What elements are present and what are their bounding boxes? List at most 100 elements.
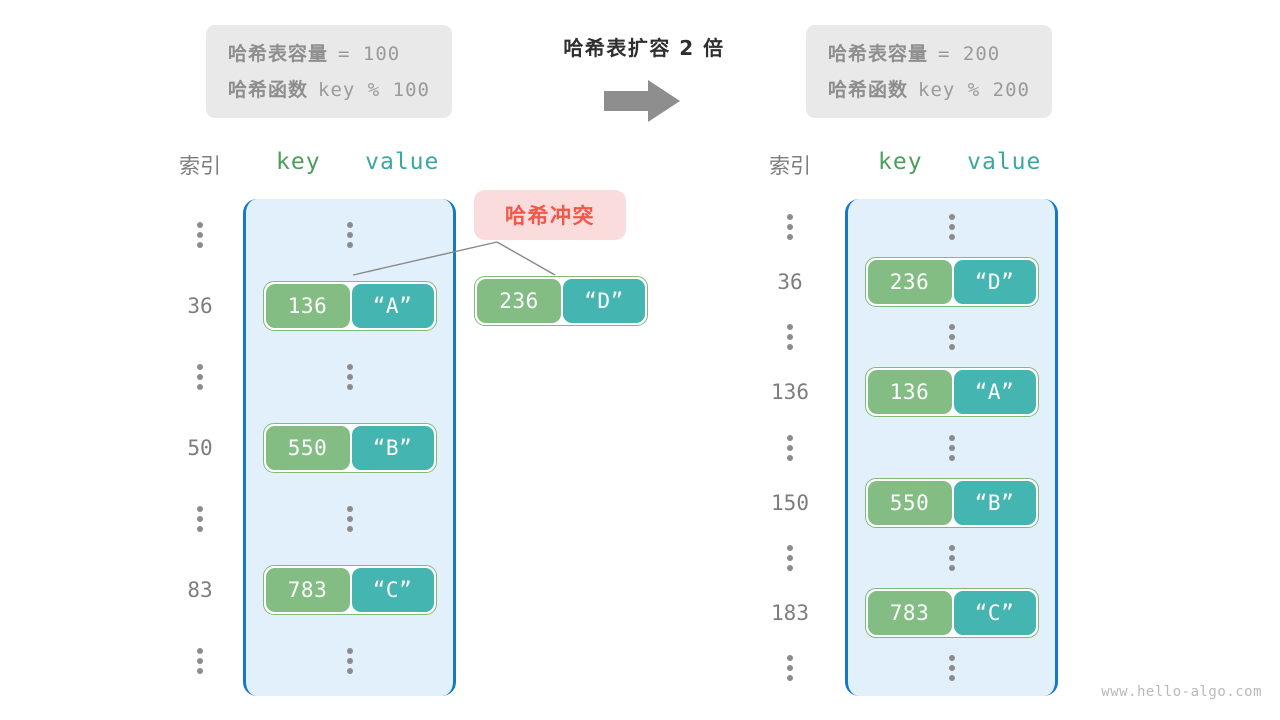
kv-key: 136 — [867, 370, 952, 415]
kv-key: 783 — [265, 567, 350, 612]
kv-key: 783 — [867, 591, 952, 636]
row-index-ellipsis — [165, 503, 235, 535]
table-row: 783“C” — [243, 564, 456, 615]
kv-pill: 550“B” — [864, 477, 1039, 528]
table-row: 783“C” — [845, 588, 1058, 639]
function-value: key % 100 — [318, 79, 430, 101]
ellipsis-icon — [787, 324, 793, 351]
kv-key: 550 — [265, 425, 350, 470]
capacity-value: = 200 — [938, 43, 1001, 65]
ellipsis-icon — [948, 655, 955, 682]
left-kv-header: key value — [276, 149, 439, 175]
right-kv-header: key value — [878, 149, 1041, 175]
ellipsis-icon — [948, 434, 955, 461]
table-row: 136“A” — [243, 280, 456, 331]
row-index-label: 36 — [777, 269, 803, 294]
right-arrow-icon — [604, 80, 680, 126]
ellipsis-icon — [197, 221, 203, 248]
left-value-header: value — [365, 149, 440, 175]
row-index-label: 83 — [187, 577, 213, 602]
kv-key: 550 — [867, 480, 952, 525]
kv-pill: 550“B” — [262, 422, 437, 473]
table-row-ellipsis — [243, 352, 456, 402]
kv-pill: 236“D” — [864, 256, 1039, 307]
ellipsis-icon — [197, 505, 203, 532]
ellipsis-icon — [787, 434, 793, 461]
kv-value: “A” — [953, 370, 1036, 415]
row-index-label: 136 — [771, 380, 809, 405]
kv-value: “D” — [563, 279, 645, 323]
watermark: www.hello-algo.com — [1101, 684, 1262, 700]
function-label: 哈希函数 — [828, 79, 909, 101]
ellipsis-icon — [346, 647, 353, 674]
ellipsis-icon — [346, 221, 353, 248]
kv-pill: 136“A” — [864, 367, 1039, 418]
table-row-ellipsis — [845, 423, 1058, 473]
hash-config-after: 哈希表容量 = 200 哈希函数 key % 200 — [806, 25, 1052, 118]
row-index-ellipsis — [755, 211, 825, 243]
row-index-label: 36 — [187, 293, 213, 318]
kv-pill: 783“C” — [262, 564, 437, 615]
capacity-label: 哈希表容量 — [228, 43, 329, 65]
kv-value: “A” — [351, 283, 434, 328]
right-key-header: key — [878, 149, 923, 175]
capacity-line-after: 哈希表容量 = 200 — [828, 39, 1030, 66]
ellipsis-icon — [197, 363, 203, 390]
table-row: 550“B” — [845, 477, 1058, 528]
row-index-ellipsis — [755, 652, 825, 684]
right-index-header: 索引 — [769, 154, 811, 178]
kv-value: “B” — [351, 425, 434, 470]
table-row-ellipsis — [243, 494, 456, 544]
ellipsis-icon — [787, 655, 793, 682]
capacity-line-before: 哈希表容量 = 100 — [228, 39, 430, 66]
left-index-header: 索引 — [179, 154, 221, 178]
kv-pill: 236 “D” — [474, 276, 648, 326]
row-index-ellipsis — [755, 432, 825, 464]
ellipsis-icon — [787, 213, 793, 240]
function-label: 哈希函数 — [228, 79, 309, 101]
ellipsis-icon — [787, 544, 793, 571]
function-line-before: 哈希函数 key % 100 — [228, 75, 430, 102]
table-row-ellipsis — [845, 202, 1058, 252]
table-row-ellipsis — [845, 643, 1058, 693]
row-index-label: 150 — [771, 490, 809, 515]
row-index-label: 50 — [187, 435, 213, 460]
overflow-entry: 236 “D” — [474, 276, 648, 326]
table-row: 550“B” — [243, 422, 456, 473]
kv-pill: 136“A” — [262, 280, 437, 331]
table-row-ellipsis — [845, 533, 1058, 583]
diagram-title: 哈希表扩容 2 倍 — [563, 36, 725, 60]
ellipsis-icon — [948, 324, 955, 351]
table-row: 236“D” — [845, 256, 1058, 307]
row-index-ellipsis — [165, 219, 235, 251]
kv-value: “D” — [953, 259, 1036, 304]
collision-badge: 哈希冲突 — [474, 190, 626, 240]
ellipsis-icon — [948, 213, 955, 240]
kv-key: 236 — [477, 279, 561, 323]
table-row-ellipsis — [845, 312, 1058, 362]
function-line-after: 哈希函数 key % 200 — [828, 75, 1030, 102]
kv-value: “C” — [953, 591, 1036, 636]
kv-pill: 783“C” — [864, 588, 1039, 639]
ellipsis-icon — [948, 544, 955, 571]
hash-config-before: 哈希表容量 = 100 哈希函数 key % 100 — [206, 25, 452, 118]
capacity-value: = 100 — [338, 43, 401, 65]
ellipsis-icon — [197, 647, 203, 674]
row-index-ellipsis — [165, 645, 235, 677]
ellipsis-icon — [346, 505, 353, 532]
table-row-ellipsis — [243, 210, 456, 260]
row-index-ellipsis — [165, 361, 235, 393]
kv-key: 236 — [867, 259, 952, 304]
left-key-header: key — [276, 149, 321, 175]
row-index-ellipsis — [755, 542, 825, 574]
kv-value: “B” — [953, 480, 1036, 525]
right-value-header: value — [967, 149, 1042, 175]
kv-key: 136 — [265, 283, 350, 328]
kv-value: “C” — [351, 567, 434, 612]
table-row-ellipsis — [243, 636, 456, 686]
ellipsis-icon — [346, 363, 353, 390]
row-index-label: 183 — [771, 601, 809, 626]
table-row: 136“A” — [845, 367, 1058, 418]
